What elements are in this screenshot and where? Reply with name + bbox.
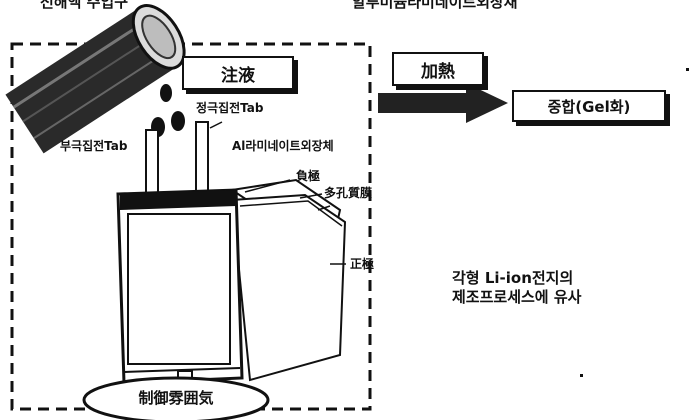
droplet-icon bbox=[160, 84, 172, 102]
positive-electrode-label: 正極 bbox=[350, 257, 375, 271]
separator-label: 多孔質膜 bbox=[324, 186, 373, 200]
gelation-step-box: 중합(Gel화) bbox=[512, 90, 666, 122]
al-laminate-label: Al라미네이트외장체 bbox=[232, 139, 334, 153]
negative-tab-label: 부극집전Tab bbox=[60, 139, 128, 153]
injection-step-label: 注液 bbox=[221, 65, 255, 86]
heating-step-box: 加熱 bbox=[392, 52, 484, 86]
note-line-1: 각형 Li-ion전지의 bbox=[452, 269, 574, 287]
cylinder-label: 전해액 주입구 bbox=[40, 0, 129, 11]
speck bbox=[686, 68, 689, 71]
gelation-step-label: 중합(Gel화) bbox=[547, 97, 631, 116]
positive-tab-label: 정극집전Tab bbox=[196, 101, 264, 115]
laminate-top-label: 알루미늄라미네이트외장재 bbox=[352, 0, 518, 11]
negative-electrode-label: 負極 bbox=[296, 169, 321, 183]
controlled-atmosphere-label: 制御雰囲気 bbox=[138, 389, 214, 407]
electrolyte-cylinder-icon bbox=[5, 4, 186, 154]
note-line-2: 제조프로세스에 유사 bbox=[452, 288, 582, 306]
speck bbox=[580, 374, 583, 377]
heating-step-label: 加熱 bbox=[421, 61, 455, 82]
process-arrow bbox=[378, 83, 508, 123]
atmosphere-ellipse bbox=[82, 376, 270, 420]
droplet-icon bbox=[171, 111, 185, 131]
positive-electrode-sheet bbox=[230, 193, 347, 382]
pouch-cell bbox=[116, 121, 347, 385]
injection-step-box: 注液 bbox=[182, 56, 294, 90]
